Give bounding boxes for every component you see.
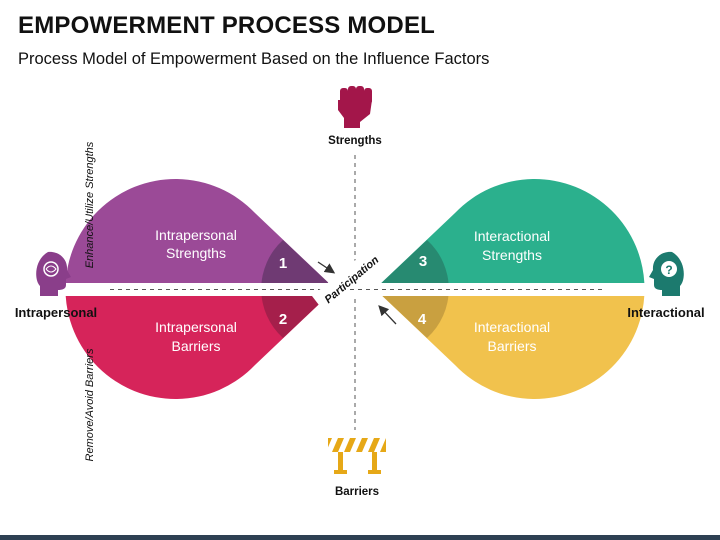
quadrant-4-line1: Interactional [474,319,550,335]
quadrant-4-line2: Barriers [487,338,536,354]
quadrant-3-line2: Strengths [482,247,542,263]
quadrant-2-line2: Barriers [171,338,220,354]
arrow-1 [317,261,336,274]
quadrant-1-line2: Strengths [166,245,226,261]
quadrant-2-line1: Intrapersonal [155,319,237,335]
quadrant-2-number: 2 [279,311,287,328]
quadrant-3-line1: Interactional [474,228,550,244]
raised-fist-icon [338,86,372,128]
footer-bar [0,535,720,540]
page-subtitle: Process Model of Empowerment Based on th… [18,50,490,68]
road-barrier-icon [326,438,386,474]
interactional-label: Interactional [627,305,704,320]
head-question-icon [649,251,684,296]
arrow-4 [378,305,397,325]
page-title: EMPOWERMENT PROCESS MODEL [18,12,436,39]
quadrant-1-line1: Intrapersonal [155,227,237,243]
quadrant-3-number: 3 [419,253,427,270]
barriers-label: Barriers [335,486,379,498]
strengths-label: Strengths [328,135,382,147]
question-mark-glyph: ? [665,263,672,277]
quadrant-2-shape [65,296,328,399]
head-brain-icon [36,251,71,296]
enhance-strengths-note: Enhance/Utilize Strengths [84,141,96,268]
quadrant-1-number: 1 [279,255,287,272]
quadrant-4-shape [382,296,645,399]
quadrant-3-shape [381,179,645,283]
quadrant-4-number: 4 [418,311,427,328]
remove-barriers-note: Remove/Avoid Barriers [84,348,96,461]
divider-band [110,283,602,296]
participation-label: Participation [323,254,382,306]
quadrant-1-shape [65,179,329,283]
intrapersonal-label: Intrapersonal [15,305,97,320]
participation-band [312,239,392,309]
